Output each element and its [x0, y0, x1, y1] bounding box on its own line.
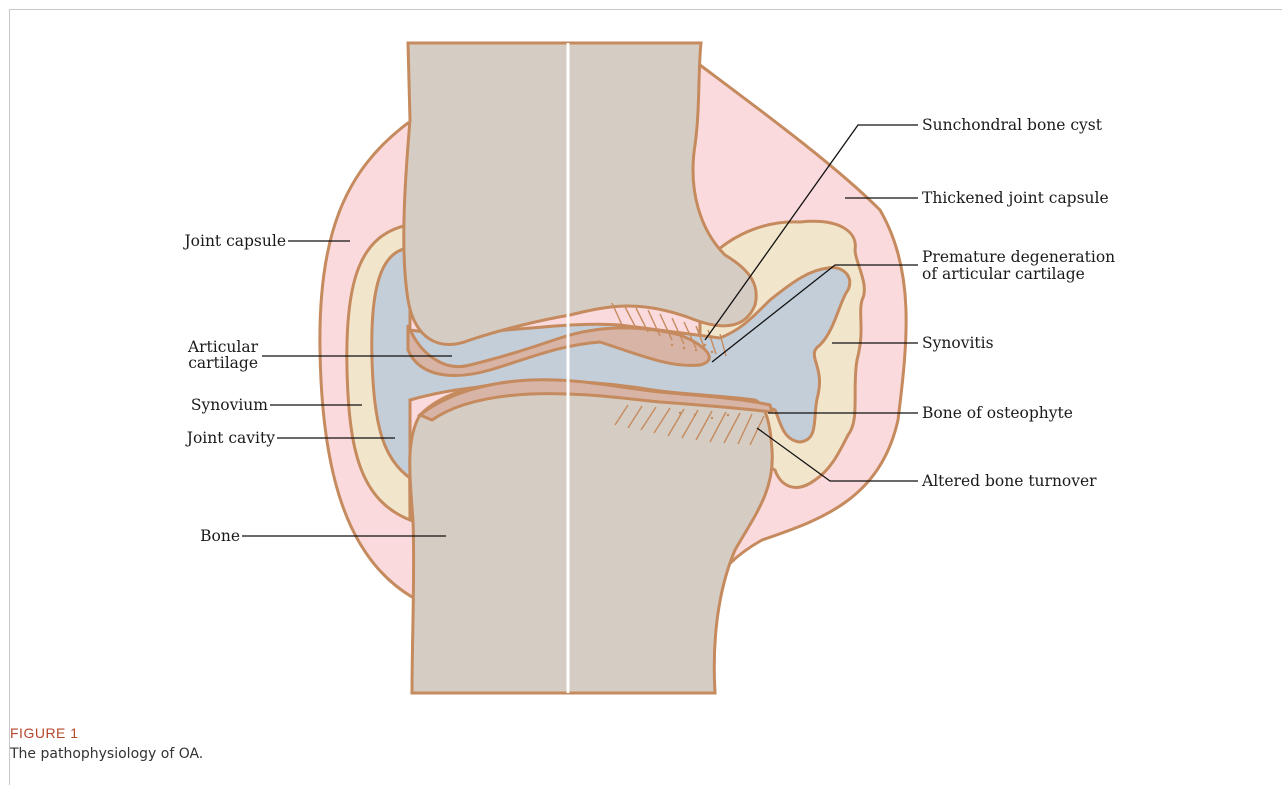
label-bone-turnover: Altered bone turnover — [921, 472, 1097, 490]
label-premature-degeneration-line1: Premature degeneration — [922, 248, 1115, 266]
label-bone: Bone — [200, 527, 240, 545]
figure-number: FIGURE 1 — [10, 725, 79, 741]
label-joint-cavity: Joint cavity — [185, 429, 276, 447]
label-synovium: Synovium — [191, 396, 268, 414]
label-osteophyte: Bone of osteophyte — [922, 404, 1073, 422]
label-subchondral-cyst: Sunchondral bone cyst — [922, 116, 1103, 134]
label-articular-cartilage-line2: cartilage — [188, 354, 258, 372]
label-thickened-capsule: Thickened joint capsule — [922, 189, 1109, 207]
label-premature-degeneration-line2: of articular cartilage — [922, 265, 1085, 283]
figure-caption: The pathophysiology of OA. — [10, 746, 203, 762]
oa-joint-diagram: Joint capsule Articular cartilage Synovi… — [0, 0, 1282, 720]
label-synovitis: Synovitis — [922, 334, 994, 352]
label-joint-capsule: Joint capsule — [182, 232, 286, 250]
